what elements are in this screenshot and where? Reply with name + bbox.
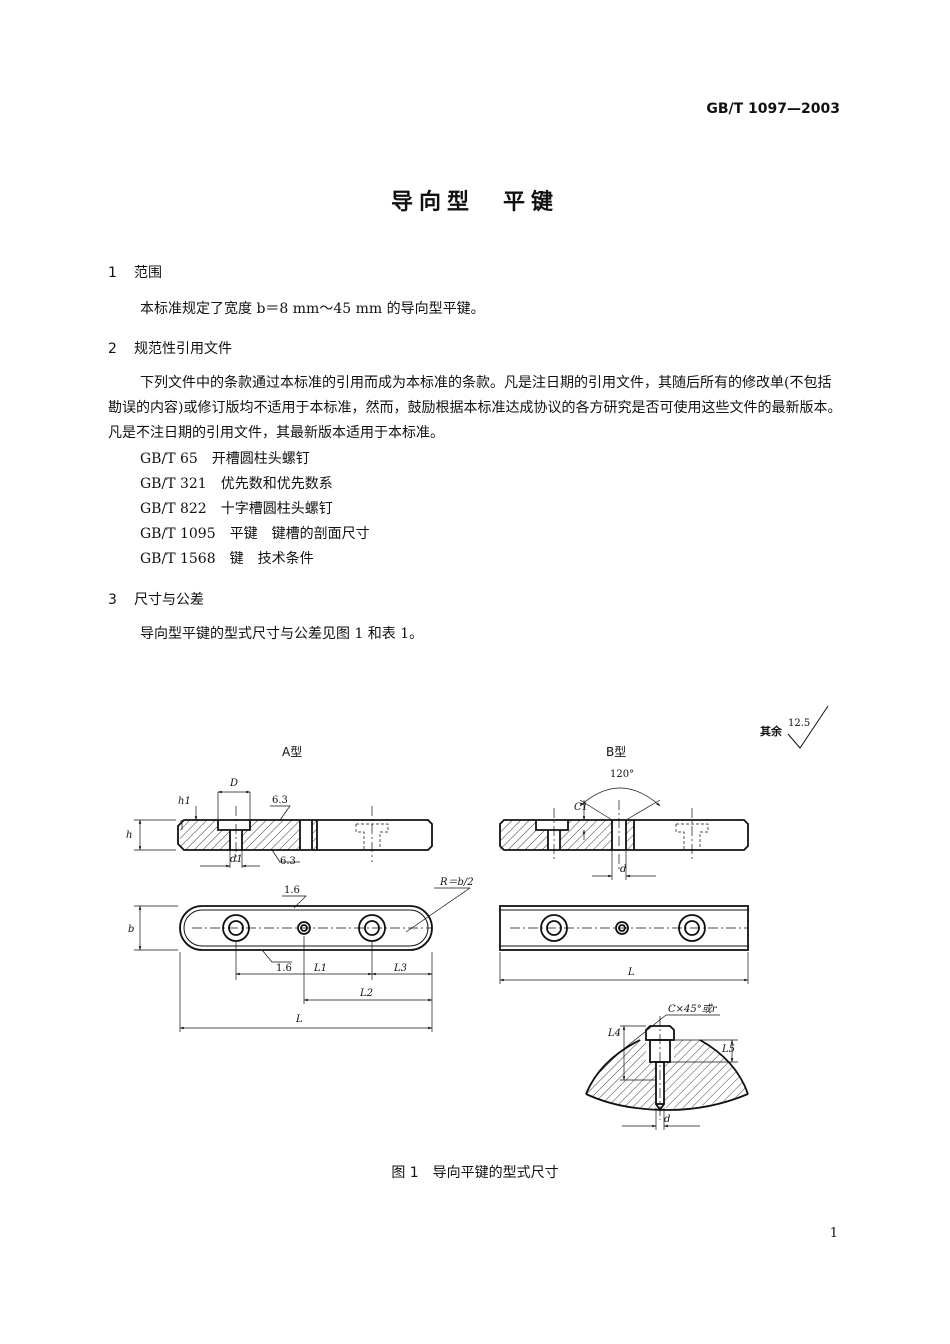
type-b-section-view xyxy=(499,800,749,872)
dim-L: L xyxy=(295,1014,303,1025)
page-number: 1 xyxy=(829,1226,838,1241)
dim-L1: L1 xyxy=(313,963,327,974)
dim-h1: h1 xyxy=(178,796,191,807)
roughness-1-6-top: 1.6 xyxy=(284,885,300,896)
roughness-6-3-bottom: 6.3 xyxy=(280,856,296,867)
section-title: 范围 xyxy=(134,265,162,281)
section-3-heading: 3 尺寸与公差 xyxy=(108,589,204,609)
section-2-heading: 2 规范性引用文件 xyxy=(108,338,232,358)
dim-C1: C1 xyxy=(574,802,588,813)
dim-R: R＝b/2 xyxy=(439,877,474,888)
roughness-1-6-bottom: 1.6 xyxy=(276,963,292,974)
dim-L-b: L xyxy=(627,967,635,978)
reference-item: GB/T 321 优先数和优先数系 xyxy=(140,476,333,492)
view-b-label: B型 xyxy=(606,745,626,759)
dim-b: b xyxy=(128,924,134,935)
dim-L4: L4 xyxy=(607,1028,621,1039)
dim-h: h xyxy=(126,830,132,841)
reference-item: GB/T 822 十字槽圆柱头螺钉 xyxy=(140,501,333,517)
dim-L3: L3 xyxy=(393,963,407,974)
roughness-symbol xyxy=(787,705,829,749)
standard-code: GB/T 1097—2003 xyxy=(706,101,840,117)
roughness-value: 12.5 xyxy=(788,718,810,729)
page-title: 导向型 平键 xyxy=(390,190,559,215)
dim-angle: 120° xyxy=(610,769,634,780)
type-a-top-view xyxy=(179,905,433,951)
dim-D: D xyxy=(229,778,238,789)
section-number: 1 xyxy=(108,265,117,281)
reference-item: GB/T 65 开槽圆柱头螺钉 xyxy=(140,451,310,467)
section-number: 3 xyxy=(108,592,117,608)
section-number: 2 xyxy=(108,341,117,357)
dim-L2: L2 xyxy=(359,988,373,999)
screw-detail-view xyxy=(585,1016,749,1120)
section-1-text: 本标准规定了宽度 b＝8 mm～45 mm 的导向型平键。 xyxy=(140,301,485,317)
section-2-text: 下列文件中的条款通过本标准的引用而成为本标准的条款。凡是注日期的引用文件，其随后… xyxy=(108,375,842,441)
dim-d1: d1 xyxy=(230,854,243,865)
dim-d-detail: d xyxy=(664,1114,670,1125)
roughness-note: 其余 xyxy=(760,724,783,738)
view-a-label: A型 xyxy=(282,745,302,759)
reference-item: GB/T 1095 平键 键槽的剖面尺寸 xyxy=(140,526,370,542)
section-3-text: 导向型平键的型式尺寸与公差见图 1 和表 1。 xyxy=(140,626,424,642)
dim-L5: L5 xyxy=(721,1044,735,1055)
figure-caption: 图 1 导向平键的型式尺寸 xyxy=(391,1165,559,1181)
type-a-section-view xyxy=(177,806,433,862)
type-b-top-view xyxy=(499,905,749,951)
dim-chamfer: C×45°或r xyxy=(668,1003,718,1015)
roughness-6-3-top: 6.3 xyxy=(272,795,288,806)
section-1-heading: 1 范围 xyxy=(108,262,162,282)
reference-item: GB/T 1568 键 技术条件 xyxy=(140,551,314,567)
section-title: 规范性引用文件 xyxy=(134,341,232,357)
section-title: 尺寸与公差 xyxy=(134,592,204,608)
dim-d: d xyxy=(620,864,626,875)
